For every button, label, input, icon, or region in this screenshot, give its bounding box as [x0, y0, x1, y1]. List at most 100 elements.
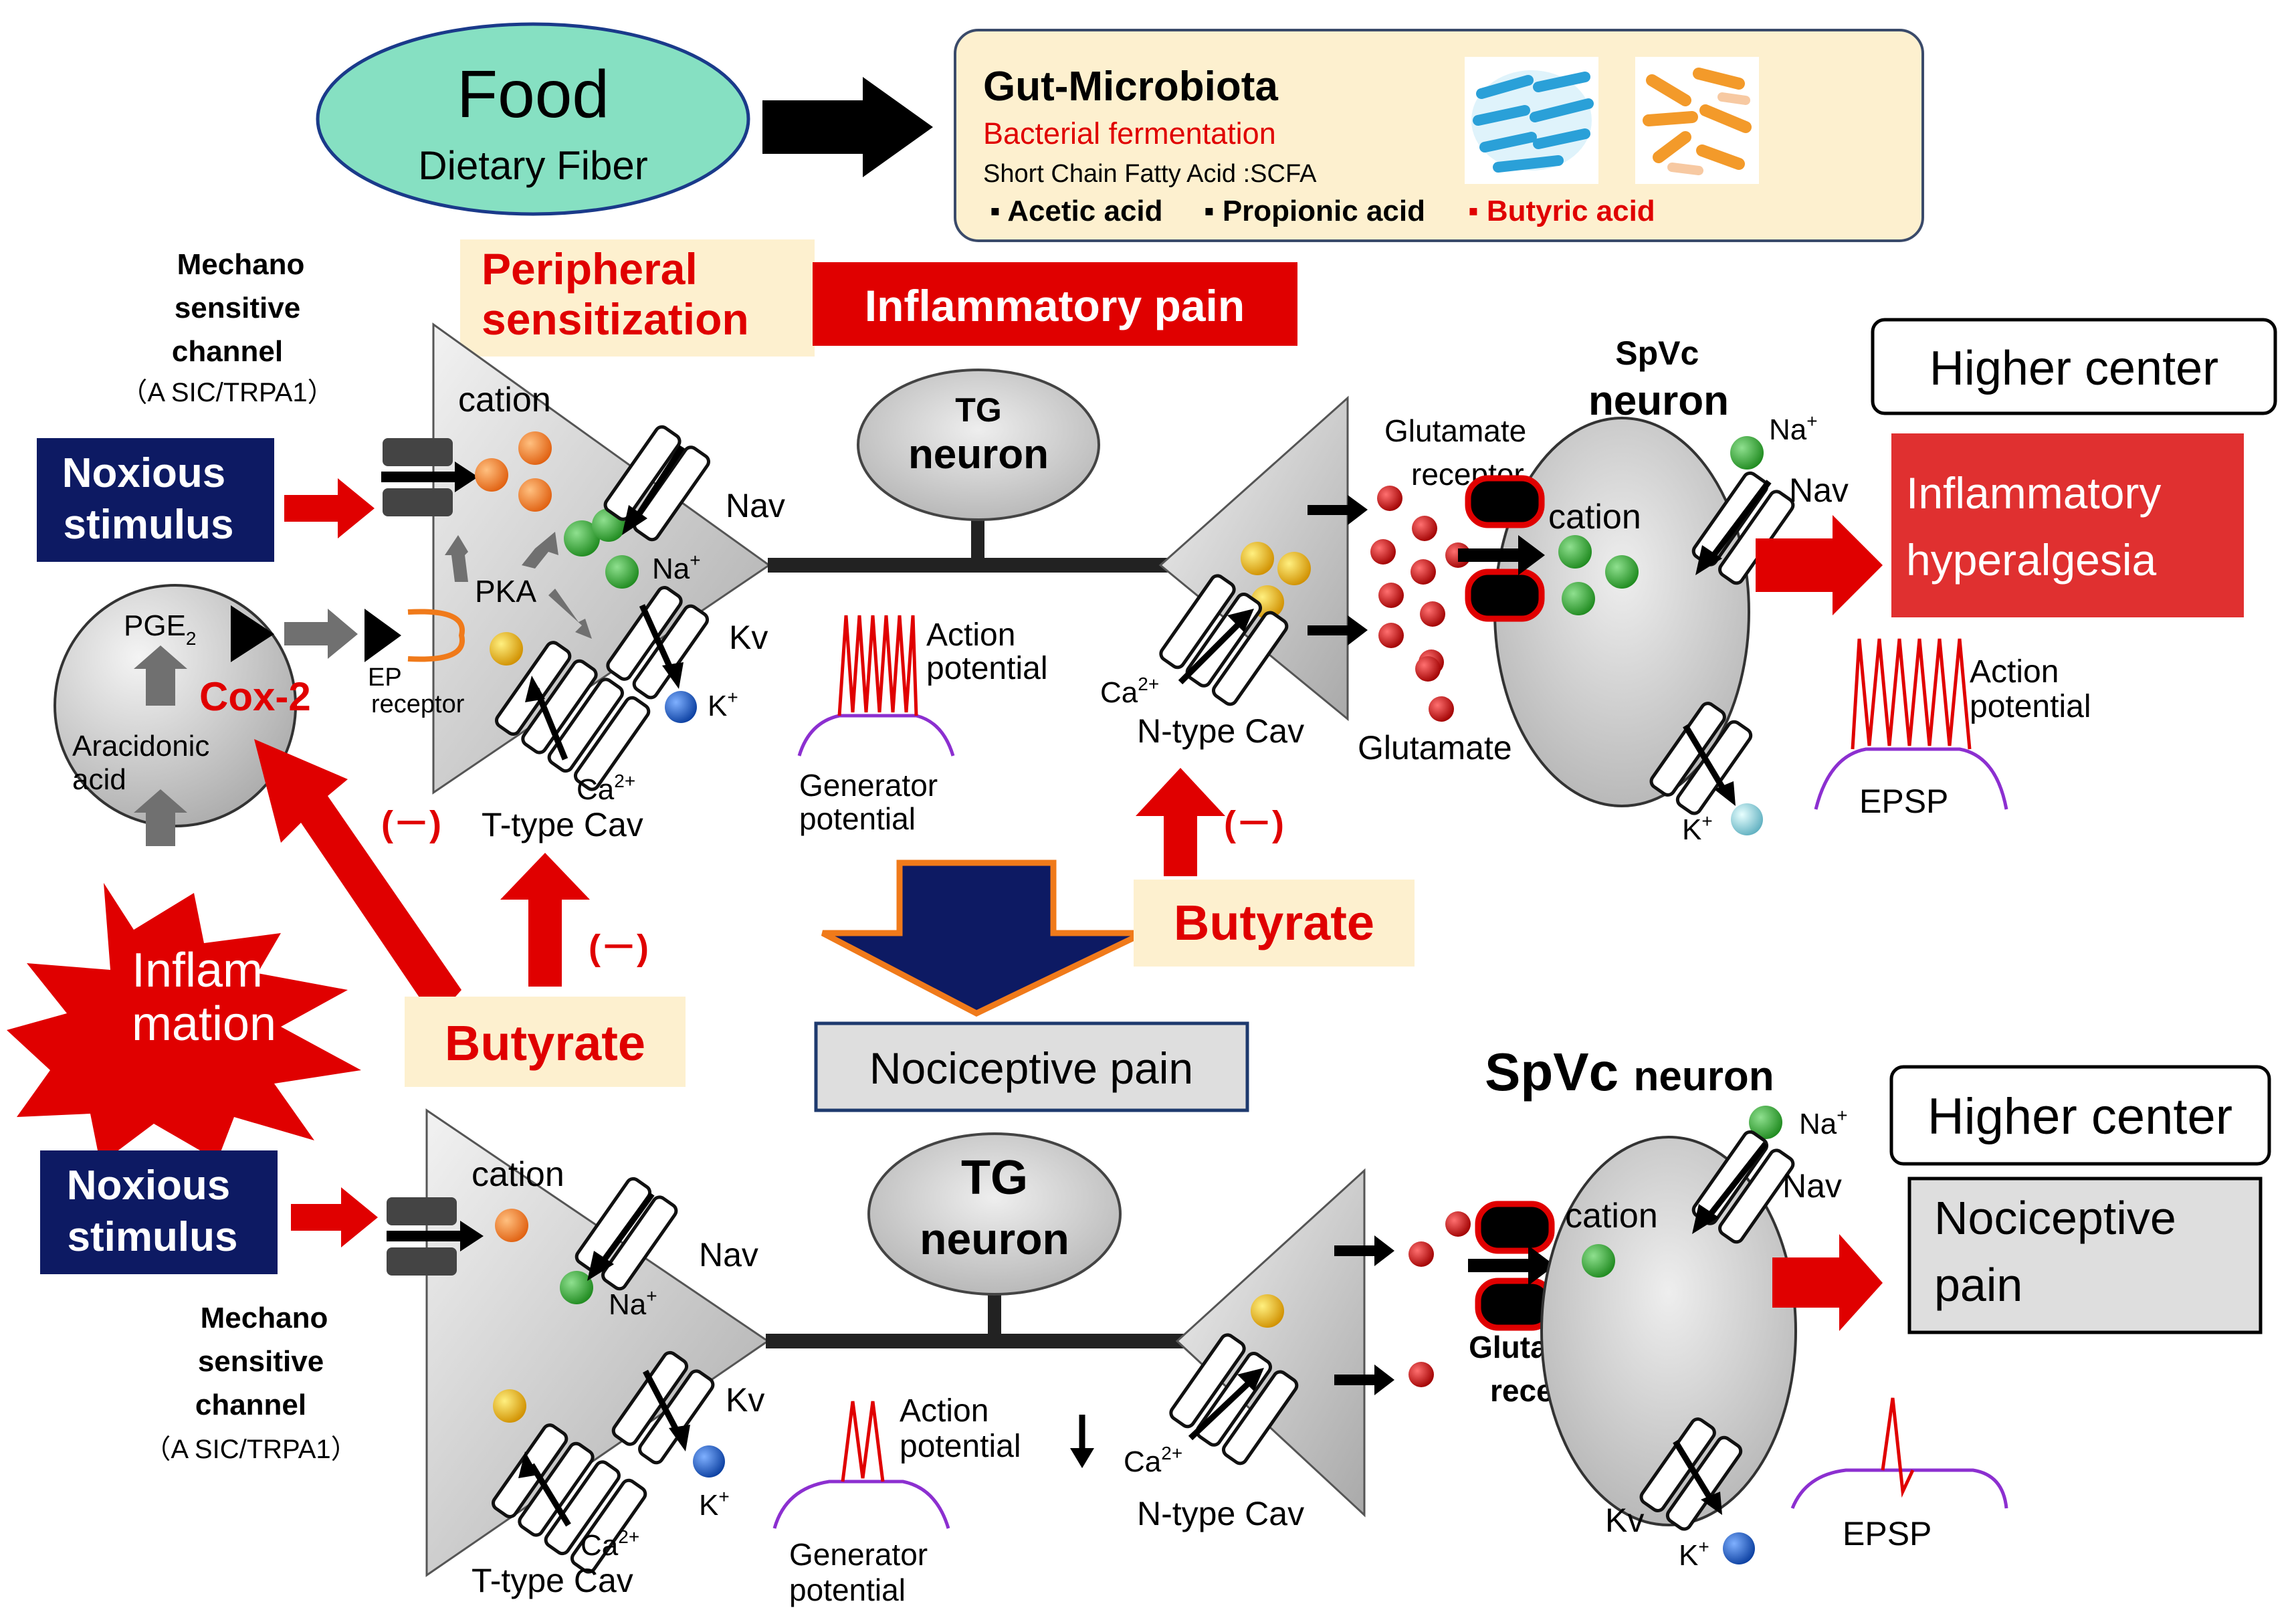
pge2-triangle [231, 605, 274, 662]
ca-label-top-terminal: Ca2+ [1100, 674, 1159, 709]
svg-text:Butyrate: Butyrate [1174, 895, 1374, 950]
svg-text:Higher center: Higher center [1927, 1088, 2232, 1145]
generator-potential-label-top: Generator potential [799, 768, 946, 836]
aracidonic-label: Aracidonic acid [72, 730, 218, 796]
k-label-bottom: K+ [699, 1486, 730, 1522]
svg-text:Inflammatory: Inflammatory [1906, 468, 2161, 518]
na-label-top: Na+ [652, 550, 701, 585]
generator-potential-label-bottom: Generator potential [789, 1537, 936, 1607]
food-title: Food [457, 57, 609, 132]
microbiota-scfa: Short Chain Fatty Acid :SCFA [983, 160, 1317, 188]
noxious-arrow-top [284, 478, 375, 538]
spvc-na-label-top: Na+ [1769, 411, 1818, 446]
acid-propionic: ▪ Propionic acid [1204, 195, 1425, 227]
action-potential-trace-top [797, 615, 955, 756]
t-type-cav-label-bottom: T-type Cav [472, 1562, 633, 1599]
higher-center-box-bottom: Higher center [1889, 1065, 2271, 1166]
butyrate-inhibit-arrow-ttype [500, 853, 590, 987]
svg-text:Noxious: Noxious [62, 450, 226, 496]
pge2-up-arrow [134, 645, 187, 706]
kv-channel-bottom [611, 1350, 715, 1465]
glutamate-release-arrows-top [1308, 495, 1368, 645]
pka-label: PKA [475, 574, 536, 609]
tg-soma-triangle-top [432, 322, 771, 795]
aracidonic-up-arrow [134, 789, 187, 846]
spvc-k-label-top: K+ [1682, 811, 1713, 846]
nociceptive-pain-box-middle: Nociceptive pain [814, 1021, 1249, 1112]
mechano-channel-label-top: Mechano sensitive channel （A SIC/TRPA1） [120, 248, 334, 407]
svg-text:Peripheral: Peripheral [482, 244, 698, 294]
spvc-na-label-bottom: Na+ [1799, 1105, 1848, 1140]
noxious-stimulus-box-top: Noxious stimulus [37, 438, 274, 562]
terminal-yellow-ball-bottom [1251, 1294, 1284, 1328]
inflammation-starburst: Inflam mation [7, 883, 361, 1164]
svg-text:sensitive: sensitive [198, 1345, 324, 1378]
spvc-cation-label-bottom: cation [1565, 1197, 1658, 1235]
butyrate-inhibit-arrow-ntype [1136, 768, 1225, 876]
svg-text:neuron: neuron [908, 431, 1049, 478]
spvc-cation-ball-bottom [1582, 1244, 1615, 1278]
glutamate-receptor-top [1458, 475, 1545, 622]
svg-text:mation: mation [132, 997, 276, 1051]
spvc-nav-channel-top [1691, 471, 1795, 585]
epsp-label-bottom: EPSP [1843, 1515, 1932, 1552]
k-label-top: K+ [708, 687, 738, 722]
spvc-cation-label-top: cation [1548, 498, 1641, 536]
food-oval: Food Dietary Fiber [316, 22, 750, 216]
mechano-channel-top [381, 438, 478, 516]
ca-label-top: Ca2+ [577, 771, 635, 806]
glutamate-receptor-bottom [1468, 1201, 1555, 1331]
nav-label-top: Nav [726, 487, 785, 524]
cox2-cell: PGE2 Cox-2 Aracidonic acid [54, 584, 311, 846]
spvc-nav-channel-bottom [1691, 1130, 1795, 1244]
cation-label-bottom: cation [472, 1155, 564, 1194]
svg-text:channel: channel [195, 1389, 306, 1421]
svg-text:TG: TG [961, 1151, 1028, 1205]
spvc-output-arrow-bottom [1772, 1234, 1883, 1331]
microbiota-title: Gut-Microbiota [983, 64, 1278, 110]
svg-text:Noxious: Noxious [67, 1162, 231, 1209]
ca-label-bottom-terminal: Ca2+ [1124, 1443, 1182, 1478]
food-to-microbiota-arrow [762, 77, 933, 177]
cox2-label: Cox-2 [199, 674, 311, 719]
glutamate-release-arrows-bottom [1334, 1235, 1394, 1395]
svg-text:Inflammatory pain: Inflammatory pain [865, 281, 1245, 330]
spvc-kv-label-bottom: Kv [1605, 1502, 1644, 1539]
t-type-cav-label-top: T-type Cav [482, 806, 643, 843]
big-down-arrow [821, 859, 1145, 1017]
ep-receptor [364, 609, 465, 662]
svg-text:TG: TG [955, 391, 1001, 429]
peripheral-sensitization-box: Peripheral sensitization [460, 239, 815, 357]
svg-text:neuron: neuron [920, 1214, 1069, 1263]
svg-text:Butyrate: Butyrate [445, 1015, 645, 1071]
acid-butyric: ▪ Butyric acid [1468, 195, 1655, 227]
noxious-stimulus-box-bottom: Noxious stimulus [40, 1150, 278, 1274]
down-arrow-icon [1070, 1415, 1094, 1468]
higher-center-box-top: Higher center [1871, 318, 2277, 415]
nav-channel-top [603, 425, 710, 542]
svg-text:channel: channel [172, 335, 283, 368]
t-type-cav-channel-bottom [492, 1423, 647, 1574]
minus-label-cox2: (－) [381, 804, 441, 844]
spvc-nav-label-top: Nav [1789, 472, 1849, 509]
glutamate-label-top: Glutamate [1358, 729, 1512, 767]
t-type-cav-channel-top [495, 641, 651, 791]
orange-bacteria-icon [1635, 57, 1759, 184]
nav-label-bottom: Nav [699, 1236, 758, 1274]
nav-channel-bottom [575, 1177, 678, 1291]
butyrate-inhibit-arrow-cox2 [254, 739, 461, 1020]
action-potential-label-bottom: Action potential [900, 1393, 1021, 1464]
blue-bacteria-icon [1465, 57, 1598, 184]
svg-text:sensitive: sensitive [175, 292, 300, 324]
ep-receptor-label: EP receptor [368, 664, 465, 718]
pka-arrows [445, 532, 592, 639]
svg-text:pain: pain [1934, 1259, 2022, 1311]
noxious-arrow-bottom [291, 1187, 378, 1247]
spvc-k-label-bottom: K+ [1679, 1536, 1709, 1572]
minus-label-ntype: (－) [1224, 804, 1284, 844]
inflammatory-hyperalgesia-box: Inflammatory hyperalgesia [1891, 433, 2244, 617]
svg-text:Inflam: Inflam [132, 944, 263, 997]
n-type-cav-label-bottom: N-type Cav [1137, 1495, 1304, 1532]
n-type-cav-channel-top [1159, 574, 1289, 706]
spvc-cation-balls-top [1558, 436, 1764, 835]
